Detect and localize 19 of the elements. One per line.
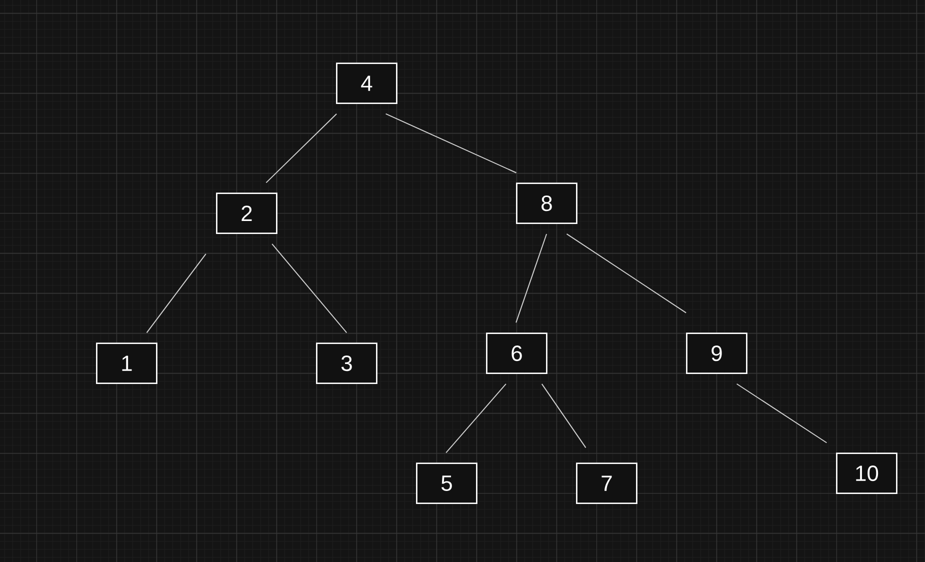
connector-line <box>146 253 206 334</box>
connector-line <box>541 383 586 448</box>
connector-line <box>385 113 517 174</box>
number-box: 8 <box>516 182 578 224</box>
number-box: 10 <box>836 452 898 494</box>
number-box: 3 <box>316 342 378 384</box>
connector-line <box>736 383 828 444</box>
number-box: 4 <box>336 62 398 104</box>
connector-line <box>266 113 338 184</box>
connector-line <box>516 234 548 324</box>
connector-line <box>446 383 506 454</box>
number-box: 7 <box>576 462 638 504</box>
number-box: 2 <box>216 192 278 234</box>
number-box: 1 <box>96 342 158 384</box>
connector-line <box>566 233 687 314</box>
connector-line <box>272 243 348 334</box>
number-box: 9 <box>686 332 748 374</box>
number-box: 5 <box>416 462 478 504</box>
number-box: 6 <box>486 332 548 374</box>
